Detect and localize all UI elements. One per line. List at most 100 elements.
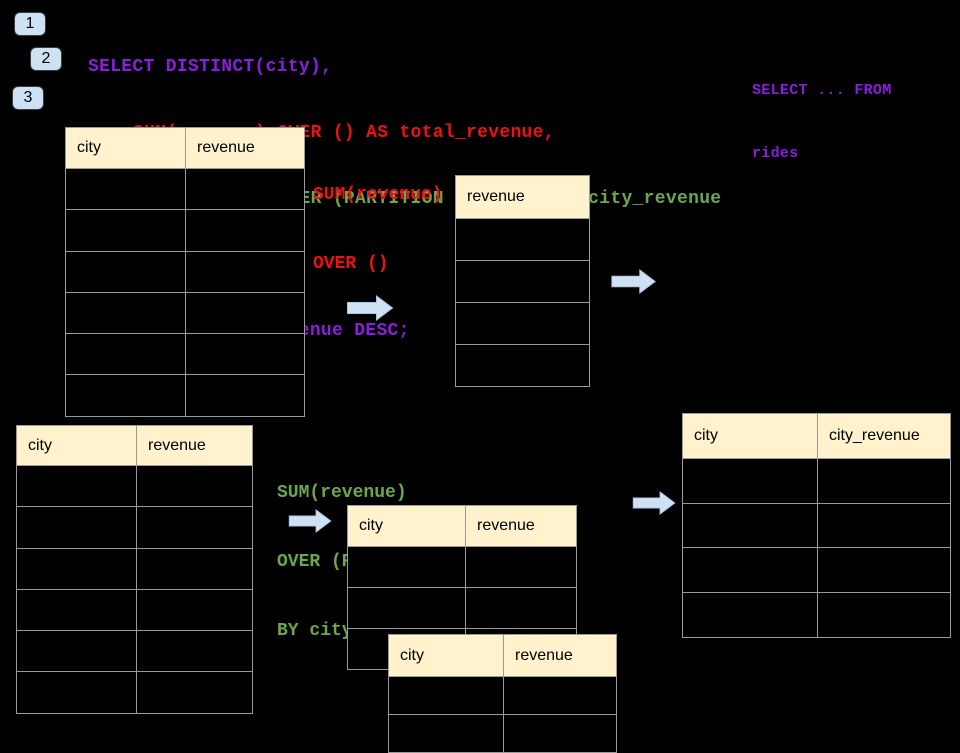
table-cell-empty [186, 293, 304, 333]
column-header-city: city [17, 426, 137, 465]
table-header-row: city revenue [66, 128, 304, 168]
table-row [683, 458, 950, 503]
annotation-total-line2: OVER () [313, 254, 389, 274]
table-cell-empty [818, 548, 950, 592]
table-header-row: city revenue [389, 635, 616, 676]
flow-arrow-right-icon [632, 491, 676, 515]
table-cell-empty [683, 548, 818, 593]
table-header-row: revenue [456, 176, 589, 218]
table-row [66, 333, 304, 375]
table-cell-empty [456, 303, 589, 344]
annotation-partition-line1: SUM(revenue) [277, 483, 407, 503]
annotation-sum-over-all: SUM(revenue) OVER () [313, 138, 443, 299]
column-header-revenue: revenue [467, 188, 525, 205]
table-header-row: city city_revenue [683, 414, 950, 458]
slide-canvas: { "colors": { "background": "#000000", "… [12, 12, 951, 753]
table-row [456, 344, 589, 386]
table-row [66, 291, 304, 334]
table-source-rides-top: city revenue [65, 127, 305, 417]
step-badge-1: 1 [14, 12, 46, 36]
table-cell-empty [17, 548, 137, 589]
table-cell-empty [348, 588, 466, 628]
flow-arrow-right-icon [611, 269, 656, 294]
table-cell-empty [17, 507, 137, 548]
column-header-city: city [66, 128, 186, 168]
annotation-total-line1: SUM(revenue) [313, 185, 443, 205]
table-cell-empty [389, 677, 504, 714]
select-from-note-line1: SELECT ... FROM [752, 82, 892, 99]
column-header-city: city [389, 635, 504, 676]
step-badge-3-label: 3 [23, 89, 33, 106]
table-cell-empty [137, 631, 252, 671]
column-header-city-revenue: city_revenue [829, 427, 920, 444]
table-row [66, 168, 304, 210]
table-cell-empty [186, 334, 304, 374]
table-row [348, 546, 576, 587]
table-row [683, 502, 950, 548]
column-header-revenue: revenue [148, 436, 206, 454]
table-cell-empty [17, 466, 137, 507]
table-cell-empty [683, 503, 818, 548]
table-cell-empty [466, 588, 576, 628]
table-cell-empty [818, 593, 950, 637]
table-cell-empty [137, 549, 252, 589]
table-cell-empty [186, 210, 304, 250]
table-cell-empty [66, 210, 186, 251]
table-row [683, 592, 950, 637]
flow-arrow-right-icon [288, 509, 332, 533]
step-badge-2: 2 [30, 47, 62, 71]
table-row [456, 302, 589, 344]
table-cell-empty [17, 631, 137, 672]
table-row [683, 547, 950, 593]
step-badge-1-label: 1 [25, 15, 35, 32]
table-row [17, 630, 252, 672]
table-partition-overlay: city revenue [388, 634, 617, 753]
table-row [17, 506, 252, 548]
table-cell-empty [818, 459, 950, 503]
table-header-row: city revenue [348, 506, 576, 546]
table-cell-empty [66, 169, 186, 210]
table-cell-empty [466, 547, 576, 587]
table-cell-empty [683, 593, 818, 637]
table-cell-empty [186, 252, 304, 292]
table-cell-empty [17, 672, 137, 713]
table-cell-empty [137, 672, 252, 712]
table-source-rides-bottom: city revenue [16, 425, 253, 714]
table-row [17, 588, 252, 631]
column-header-city: city [683, 414, 818, 458]
table-cell-empty [66, 292, 186, 334]
table-cell-empty [66, 375, 186, 416]
table-cell-empty [186, 169, 304, 209]
column-header-revenue: revenue [477, 517, 535, 534]
table-cell-empty [66, 334, 186, 375]
table-cell-empty [17, 589, 137, 631]
step-badge-2-label: 2 [41, 50, 51, 67]
table-cell-empty [137, 590, 252, 630]
table-row [66, 374, 304, 416]
sql-select-line: SELECT DISTINCT(city), [88, 57, 333, 77]
table-cell-empty [683, 459, 818, 503]
table-row [66, 209, 304, 251]
column-header-city: city [348, 506, 466, 546]
table-row [17, 547, 252, 589]
table-cell-empty [504, 715, 616, 752]
table-cell-empty [818, 504, 950, 548]
table-cell-empty [137, 507, 252, 547]
column-header-revenue: revenue [197, 139, 255, 156]
table-cell-empty [456, 261, 589, 302]
table-row [17, 465, 252, 507]
table-row [17, 671, 252, 713]
table-cell-empty [389, 715, 504, 752]
table-row [348, 587, 576, 628]
table-cell-empty [186, 375, 304, 415]
table-cell-empty [66, 251, 186, 292]
table-cell-empty [348, 547, 466, 587]
select-from-rides-note: SELECT ... FROM rides [752, 38, 892, 185]
table-city-revenue-result: city city_revenue [682, 413, 951, 638]
table-header-row: city revenue [17, 426, 252, 465]
flow-arrow-right-icon [347, 295, 394, 321]
table-cell-empty [504, 677, 616, 714]
column-header-revenue: revenue [515, 646, 573, 664]
table-cell-empty [456, 345, 589, 386]
table-row [389, 676, 616, 714]
